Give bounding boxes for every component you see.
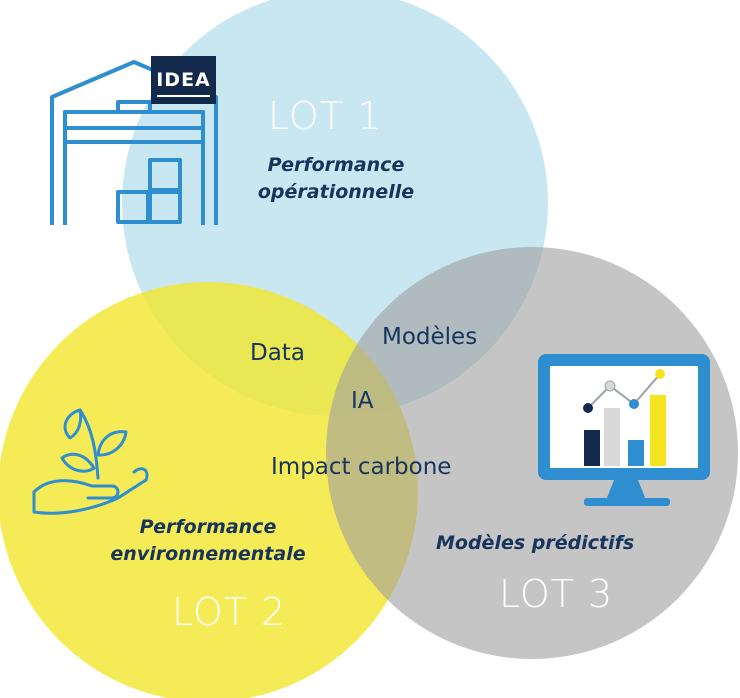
lot1-subtitle-line1: Performance bbox=[267, 154, 405, 176]
lot2-title: LOT 2 bbox=[172, 590, 287, 634]
idea-logo-underline bbox=[157, 95, 210, 97]
idea-logo: IDEA bbox=[151, 56, 216, 104]
plant-hand-icon bbox=[32, 408, 149, 515]
lot3-circle bbox=[326, 247, 738, 659]
lot1-subtitle: Performance opérationnelle bbox=[246, 152, 426, 206]
lot3-title: LOT 3 bbox=[499, 572, 614, 616]
idea-logo-text: IDEA bbox=[156, 69, 211, 91]
lot1-title: LOT 1 bbox=[268, 94, 383, 138]
lot1-subtitle-line2: opérationnelle bbox=[257, 181, 415, 203]
lot2-circle bbox=[0, 282, 418, 698]
term-data: Data bbox=[250, 340, 305, 366]
term-models: Modèles bbox=[382, 324, 478, 350]
lot2-subtitle: Performance environnementale bbox=[98, 514, 318, 568]
lot2-subtitle-line2: environnementale bbox=[110, 543, 306, 565]
monitor-chart-icon bbox=[538, 354, 710, 506]
warehouse-icon bbox=[50, 60, 218, 225]
term-carbon-impact: Impact carbone bbox=[271, 454, 452, 480]
lot3-subtitle: Modèles prédictifs bbox=[436, 532, 635, 554]
lot2-subtitle-line1: Performance bbox=[139, 516, 277, 538]
term-ai: IA bbox=[351, 388, 374, 414]
